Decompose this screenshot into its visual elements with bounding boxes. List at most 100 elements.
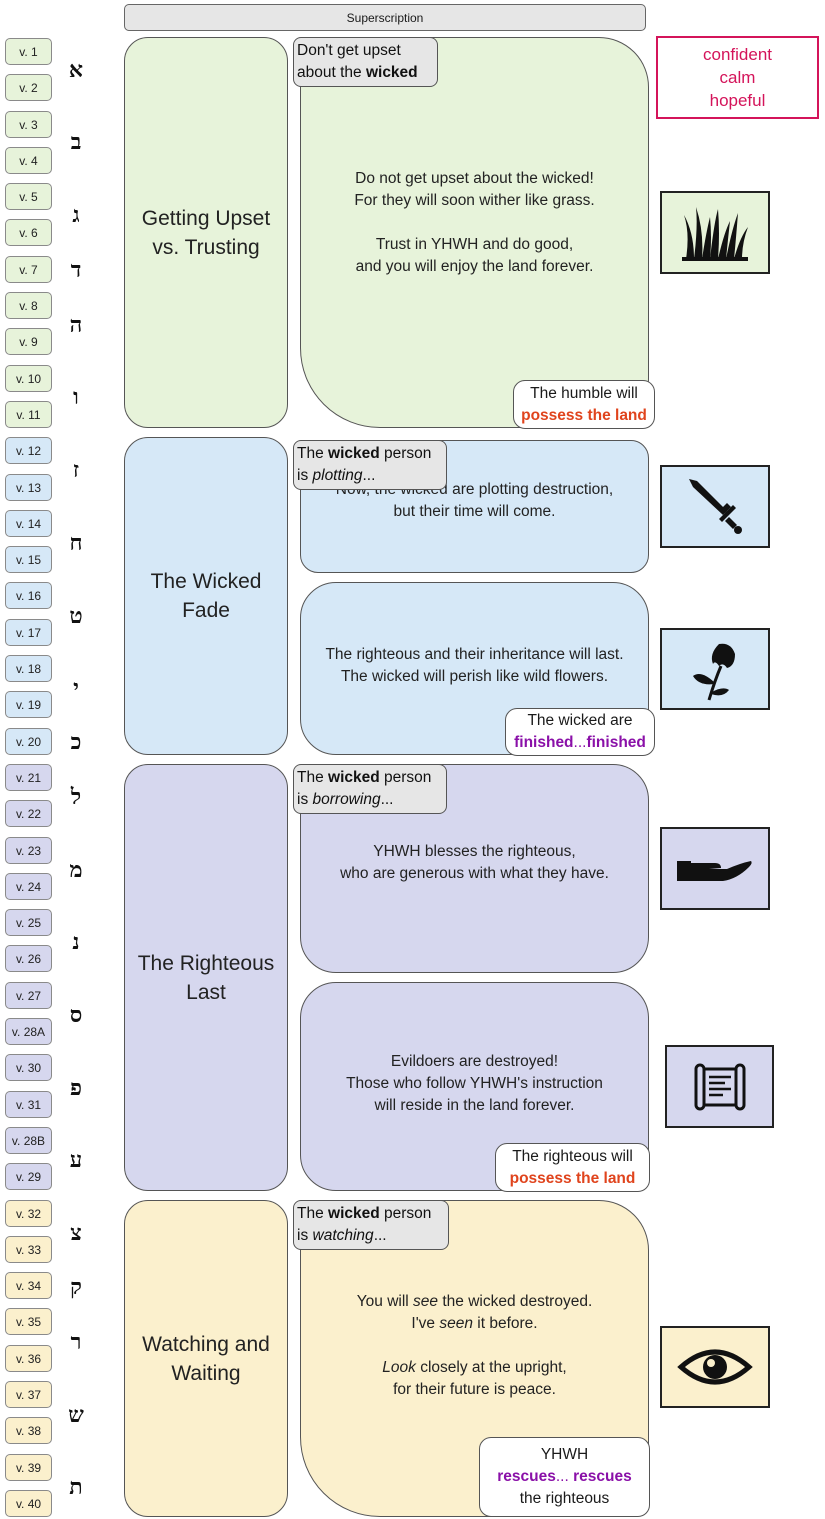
content-line: Look closely at the upright,: [382, 1359, 567, 1376]
tag-emphasis: borrowing: [312, 791, 381, 808]
content-line: will reside in the land forever.: [374, 1096, 575, 1114]
hebrew-letter: ל: [70, 784, 82, 810]
verse-label: v. 32: [5, 1200, 52, 1227]
block-4-tag: The wicked person is borrowing...: [293, 764, 447, 814]
mood-word-2: calm: [719, 68, 756, 87]
hebrew-letter: ג: [72, 202, 80, 228]
callout-text: YHWH: [540, 1446, 589, 1463]
content-line: The righteous and their inheritance will…: [325, 645, 624, 663]
verse-label: v. 21: [5, 764, 52, 791]
hebrew-letter: פ: [70, 1075, 82, 1101]
callout-text: The righteous will: [512, 1147, 633, 1165]
callout-text: The humble will: [530, 384, 638, 402]
mood-word-3: hopeful: [709, 91, 766, 110]
verse-label: v. 34: [5, 1272, 52, 1299]
hebrew-letter: ב: [70, 129, 82, 155]
verse-label: v. 39: [5, 1454, 52, 1481]
tag-text: ...: [380, 791, 394, 808]
verse-label: v. 33: [5, 1236, 52, 1263]
callout-emphasis: finished: [514, 734, 574, 751]
verse-label: v. 7: [5, 256, 52, 283]
callout-text: ...: [573, 734, 587, 751]
verse-label: v. 4: [5, 147, 52, 174]
verse-label: v. 40: [5, 1490, 52, 1517]
hebrew-letter: ו: [73, 384, 79, 410]
grass-icon: [660, 191, 770, 274]
tag-text: The: [297, 769, 329, 786]
verse-label: v. 28B: [5, 1127, 52, 1154]
verse-label: v. 25: [5, 909, 52, 936]
hebrew-letter: ז: [72, 457, 80, 483]
block-5-callout: The righteous will possess the land: [495, 1143, 650, 1192]
hebrew-letter: ש: [68, 1402, 84, 1428]
content-line: The wicked will perish like wild flowers…: [340, 667, 608, 685]
hebrew-letter: כ: [70, 729, 82, 755]
sword-icon: [660, 465, 770, 548]
hebrew-letter: ר: [70, 1329, 82, 1355]
hebrew-letter: ח: [69, 530, 83, 556]
verse-label: v. 31: [5, 1091, 52, 1118]
verse-label: v. 18: [5, 655, 52, 682]
content-line: Do not get upset about the wicked!: [355, 169, 594, 187]
block-3-callout: The wicked are finished...finished: [505, 708, 655, 756]
verse-label: v. 16: [5, 582, 52, 609]
callout-emphasis: finished: [586, 734, 646, 751]
verse-label: v. 26: [5, 945, 52, 972]
block-1-callout: The humble will possess the land: [513, 380, 655, 429]
verse-label: v. 3: [5, 111, 52, 138]
verse-label: v. 17: [5, 619, 52, 646]
tag-text: person: [379, 445, 432, 462]
tag-emphasis: wicked: [328, 1205, 380, 1222]
content-line: Evildoers are destroyed!: [390, 1052, 559, 1070]
tag-text: is: [297, 467, 313, 484]
block-6-callout: YHWH rescues... rescues the righteous: [479, 1437, 650, 1517]
verse-label: v. 19: [5, 691, 52, 718]
hebrew-letter: ע: [69, 1147, 83, 1173]
verse-label: v. 6: [5, 219, 52, 246]
content-line: for their future is peace.: [393, 1381, 556, 1398]
section-title-line: The Wicked: [150, 570, 262, 593]
content-line: and you will enjoy the land forever.: [355, 257, 594, 275]
section-title-line: Last: [186, 980, 226, 1004]
verse-label: v. 13: [5, 474, 52, 501]
hebrew-letter: י: [73, 675, 79, 701]
verse-label: v. 22: [5, 800, 52, 827]
tag-text: about the: [297, 64, 366, 81]
verse-label: v. 35: [5, 1308, 52, 1335]
content-line: but their time will come.: [393, 502, 556, 520]
content-line: For they will soon wither like grass.: [354, 191, 595, 209]
verse-label: v. 9: [5, 328, 52, 355]
tag-text: Don't get upset: [297, 42, 401, 59]
verse-label: v. 28A: [5, 1018, 52, 1045]
hebrew-letter: ט: [69, 603, 83, 629]
tag-emphasis: wicked: [328, 769, 380, 786]
verse-label: v. 24: [5, 873, 52, 900]
verse-label: v. 10: [5, 365, 52, 392]
verse-label: v. 38: [5, 1417, 52, 1444]
content-line: who are generous with what they have.: [340, 864, 609, 882]
hebrew-letter: ד: [70, 257, 82, 283]
hebrew-letter: צ: [70, 1220, 82, 1246]
section-title-line: The Righteous: [137, 951, 275, 975]
content-block-1: Do not get upset about the wicked! For t…: [300, 37, 649, 428]
callout-emphasis: rescues: [573, 1468, 632, 1485]
hebrew-letter: ה: [69, 312, 83, 338]
callout-text: The wicked are: [527, 712, 633, 729]
mood-box: confident calm hopeful: [656, 36, 819, 119]
hebrew-letter: ת: [69, 1474, 83, 1500]
content-line: Trust in YHWH and do good,: [375, 235, 574, 253]
callout-emphasis: possess the land: [509, 1169, 636, 1187]
tag-text: is: [297, 791, 313, 808]
verse-label: v. 1: [5, 38, 52, 65]
verse-label: v. 5: [5, 183, 52, 210]
verse-label: v. 20: [5, 728, 52, 755]
tag-emphasis: plotting: [312, 467, 363, 484]
mood-word-1: confident: [703, 45, 772, 64]
tag-emphasis: wicked: [328, 445, 380, 462]
content-line: You will see the wicked destroyed.: [356, 1293, 593, 1310]
callout-emphasis: possess the land: [521, 406, 647, 424]
